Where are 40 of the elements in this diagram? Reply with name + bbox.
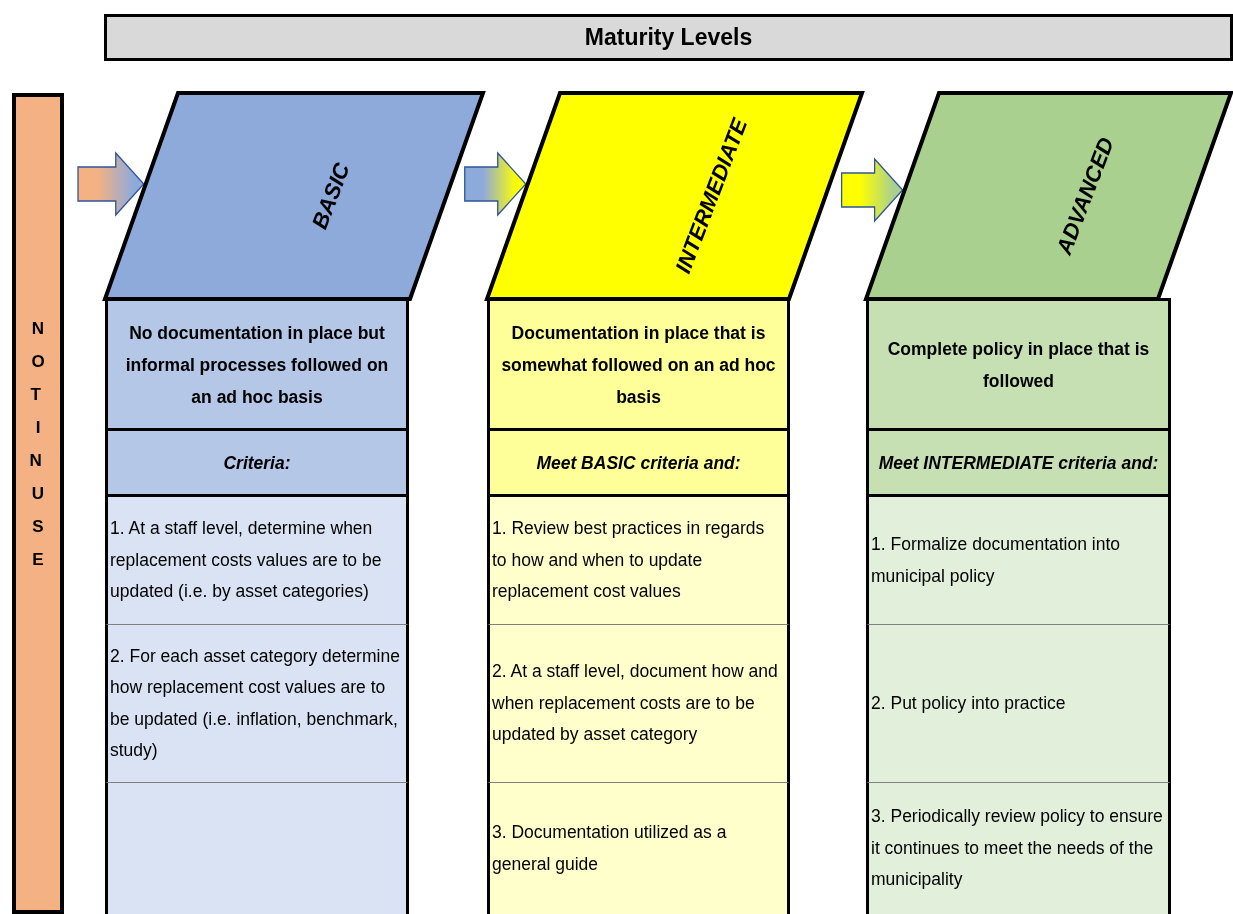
criteria-text: 1. Formalize documentation into municipal policy [870, 533, 1122, 588]
criteria-text: 2. For each asset category determine how replacement cost values are to be updated (i.e. inflation, benchmark, study) [109, 644, 401, 762]
criteria-cell [487, 494, 790, 624]
block-arrow [841, 157, 904, 223]
criteria-cell [866, 782, 1171, 914]
criteria-heading-cell [487, 428, 790, 494]
description-cell [866, 298, 1171, 428]
criteria-cell [487, 624, 790, 782]
criteria-heading-cell [866, 428, 1171, 494]
criteria-cell [105, 782, 409, 914]
criteria-text: 3. Periodically review policy to ensure it continues to meet the needs of the municipality [870, 805, 1164, 892]
criteria-cell [866, 494, 1171, 624]
level-parallelogram [866, 93, 1231, 299]
level-description: Documentation in place that is somewhat followed on an ad hoc basis [500, 321, 777, 409]
level-parallelogram [487, 93, 862, 299]
title-bar [104, 14, 1233, 61]
level-parallelogram [105, 93, 483, 299]
criteria-cell [105, 624, 409, 782]
level-description: Complete policy in place that is followed [886, 337, 1151, 393]
criteria-heading: Meet BASIC criteria and: [535, 451, 742, 475]
criteria-text: 3. Documentation utilized as a general guide [491, 821, 728, 876]
criteria-cell [866, 624, 1171, 782]
criteria-heading: Criteria: [222, 451, 292, 475]
criteria-text: 2. At a staff level, document how and when replacement costs are to be updated by asset category [491, 660, 779, 747]
level-description: No documentation in place but informal processes followed on an ad hoc basis [124, 321, 390, 409]
criteria-text: 2. Put policy into practice [870, 691, 1067, 715]
criteria-heading: Meet INTERMEDIATE criteria and: [877, 451, 1160, 475]
criteria-text: 1. At a staff level, determine when replacement costs values are to be updated (i.e. by asset categories) [109, 517, 383, 604]
block-arrow [77, 151, 145, 217]
description-cell [487, 298, 790, 428]
criteria-cell [105, 494, 409, 624]
side-bar [12, 93, 64, 914]
vertical-label: NOT IN USE [29, 317, 46, 571]
heading: Maturity Levels [584, 24, 753, 51]
level-label: BASIC [306, 159, 356, 233]
criteria-cell [487, 782, 790, 914]
block-arrow [464, 151, 527, 217]
criteria-heading-cell [105, 428, 409, 494]
criteria-text: 1. Review best practices in regards to how and when to update replacement cost values [491, 517, 766, 604]
description-cell [105, 298, 409, 428]
